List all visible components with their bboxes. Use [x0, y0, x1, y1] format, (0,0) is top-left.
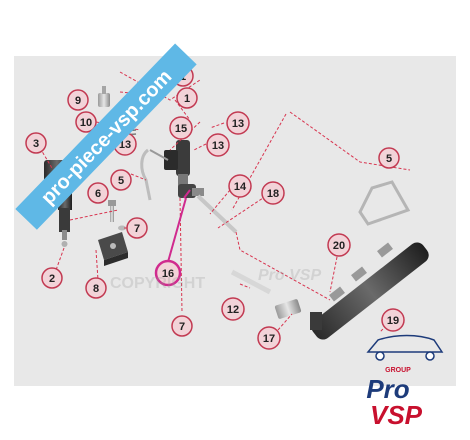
callout-7-left[interactable]: 7: [126, 217, 148, 239]
svg-text:2: 2: [49, 273, 55, 285]
callout-6[interactable]: 6: [87, 182, 109, 204]
callout-1-bottom[interactable]: 1: [176, 87, 198, 109]
brand-logo: GROUP Pro VSP: [366, 367, 422, 430]
svg-text:COPYRIGHT: COPYRIGHT: [110, 275, 205, 292]
callout-14[interactable]: 14: [228, 174, 252, 198]
connector-part: [98, 86, 110, 107]
svg-text:19: 19: [387, 315, 399, 327]
svg-text:18: 18: [267, 188, 279, 200]
callout-15[interactable]: 15: [169, 116, 193, 140]
callout-17[interactable]: 17: [257, 326, 281, 350]
callout-13-right[interactable]: 13: [206, 133, 230, 157]
copyright-watermark: COPYRIGHT Pro VSP: [110, 267, 321, 292]
svg-text:10: 10: [80, 117, 92, 129]
svg-text:Pro VSP: Pro VSP: [258, 267, 321, 284]
svg-text:14: 14: [234, 181, 247, 193]
fuel-line-right-part: [358, 180, 411, 226]
svg-text:1: 1: [184, 93, 190, 105]
callout-3[interactable]: 3: [25, 132, 47, 154]
callout-12[interactable]: 12: [221, 297, 245, 321]
car-silhouette: [366, 334, 444, 361]
pressure-valve-part: [149, 140, 190, 188]
svg-text:7: 7: [179, 321, 185, 333]
callout-5-right[interactable]: 5: [378, 147, 400, 169]
svg-text:8: 8: [93, 283, 99, 295]
svg-text:13: 13: [232, 118, 244, 130]
rail-fitting-part: [178, 184, 204, 198]
svg-text:VSP: VSP: [370, 400, 423, 430]
svg-text:17: 17: [263, 333, 275, 345]
svg-text:6: 6: [95, 188, 101, 200]
highlight-lines: [167, 189, 191, 263]
callout-18[interactable]: 18: [261, 181, 285, 205]
svg-text:Pro: Pro: [366, 374, 409, 404]
svg-text:15: 15: [175, 123, 187, 135]
callout-20[interactable]: 20: [327, 233, 351, 257]
svg-text:5: 5: [386, 153, 392, 165]
callout-16[interactable]: 16: [154, 259, 182, 287]
svg-text:7: 7: [134, 223, 140, 235]
clamp-bracket-part: [98, 232, 128, 266]
svg-text:12: 12: [227, 304, 239, 316]
washer-part: [118, 225, 126, 231]
callout-8[interactable]: 8: [85, 277, 107, 299]
svg-text:GROUP: GROUP: [385, 367, 411, 374]
svg-text:13: 13: [119, 139, 131, 151]
callout-7-bottom[interactable]: 7: [171, 315, 193, 337]
callout-5-left[interactable]: 5: [110, 169, 132, 191]
high-pressure-pipe-part: [196, 194, 238, 234]
fuel-rail-part: [310, 242, 429, 340]
svg-text:5: 5: [118, 175, 124, 187]
callout-10[interactable]: 10: [75, 111, 97, 133]
callout-9[interactable]: 9: [67, 89, 89, 111]
callout-19[interactable]: 19: [381, 308, 405, 332]
diagram-panel: [14, 56, 456, 386]
svg-text:13: 13: [212, 140, 224, 152]
callout-13-right-top[interactable]: 13: [226, 111, 250, 135]
svg-text:3: 3: [33, 138, 39, 150]
svg-text:9: 9: [75, 95, 81, 107]
bolt-part: [108, 200, 116, 222]
sleeve-part: [274, 299, 302, 319]
svg-text:16: 16: [162, 268, 174, 280]
svg-text:20: 20: [333, 240, 345, 252]
rod-part: [230, 269, 272, 295]
callout-2[interactable]: 2: [41, 267, 63, 289]
